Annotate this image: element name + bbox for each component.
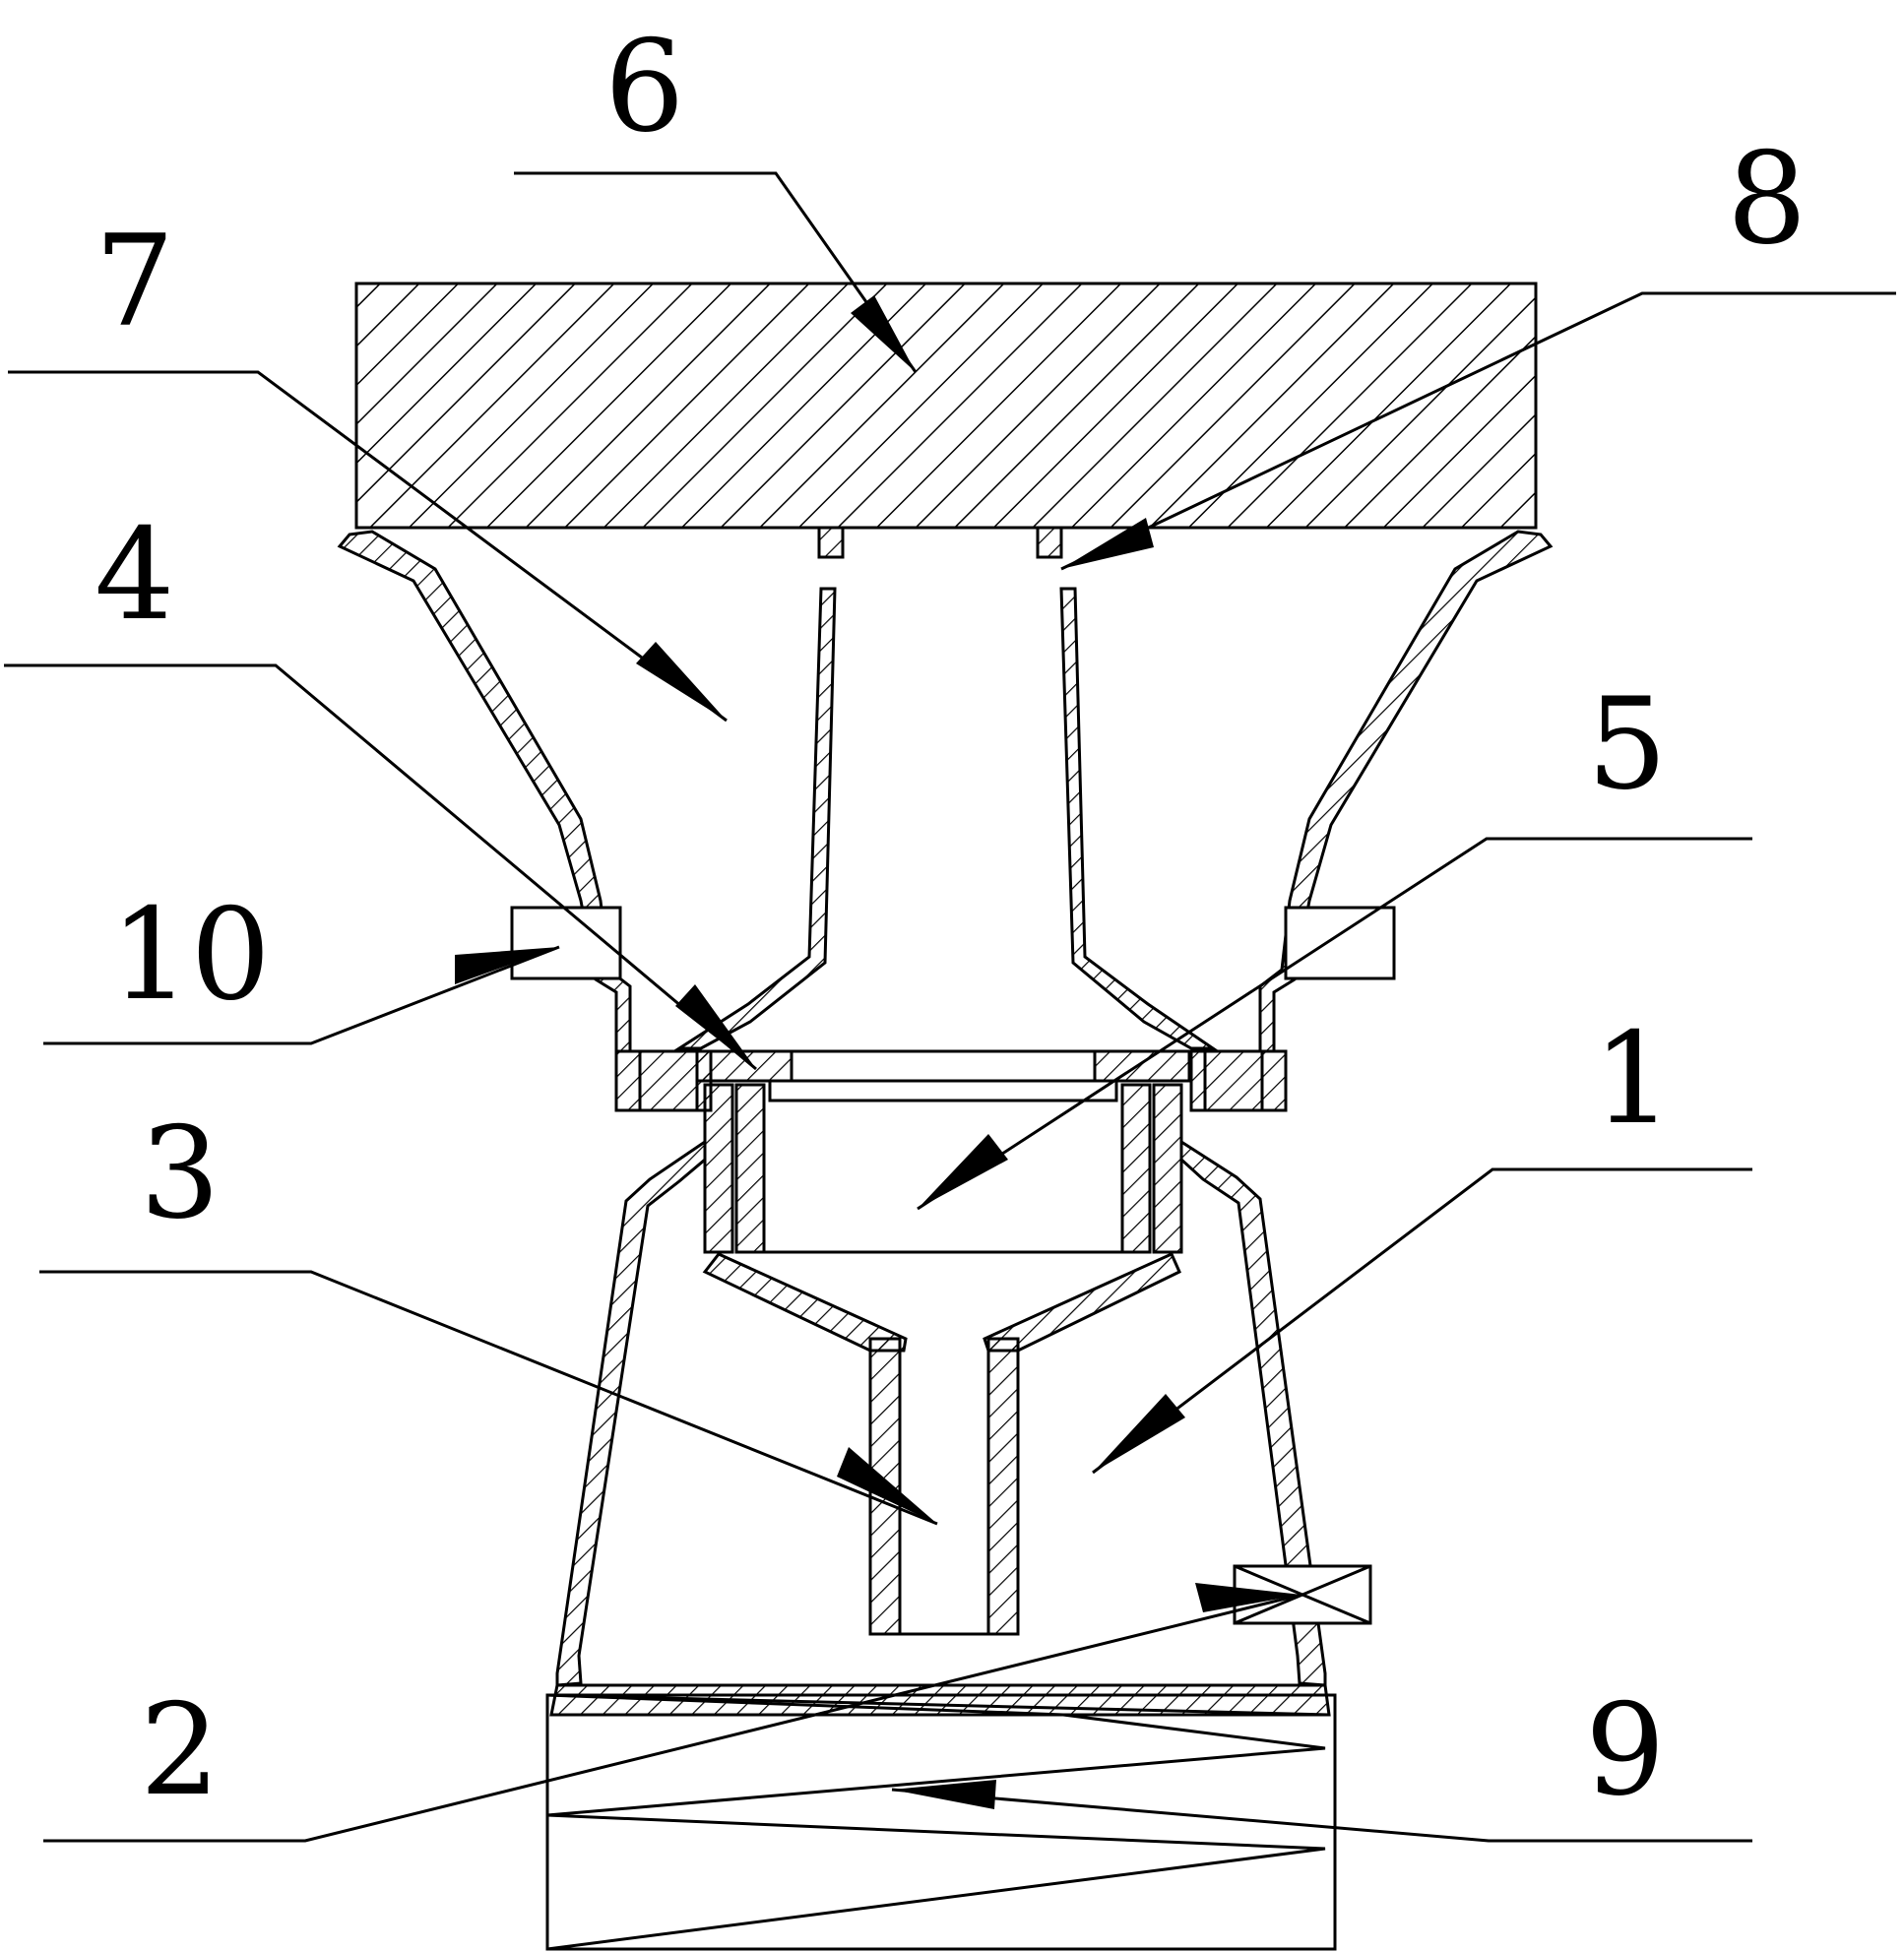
inner-discharge-tube xyxy=(673,587,1218,1050)
leader-3 xyxy=(39,1270,938,1526)
arrowheads xyxy=(455,295,1301,1809)
inner-deflector xyxy=(702,1252,1181,1636)
leader-5 xyxy=(917,837,1752,1211)
side-port-right xyxy=(1284,906,1396,980)
leader-4 xyxy=(4,663,757,1071)
label-6: 6 xyxy=(604,14,684,160)
leader-2 xyxy=(43,1593,1302,1843)
leader-lines xyxy=(4,171,1896,1843)
label-3: 3 xyxy=(140,1101,220,1247)
label-8: 8 xyxy=(1727,126,1807,273)
leader-1 xyxy=(1092,1167,1752,1475)
arrow-4 xyxy=(675,984,756,1069)
top-plate-part xyxy=(354,282,1538,530)
label-10: 10 xyxy=(110,882,271,1029)
part-labels: 6 8 7 4 5 10 1 3 2 9 xyxy=(95,14,1807,1824)
arrow-8 xyxy=(1061,518,1154,569)
label-9: 9 xyxy=(1585,1677,1665,1824)
drain-valve xyxy=(1233,1564,1372,1625)
arrow-7 xyxy=(636,642,727,721)
inner-sleeve xyxy=(703,1083,1183,1254)
lower-vessel-wall xyxy=(549,1139,1331,1717)
arrow-10 xyxy=(455,947,559,984)
arrow-6 xyxy=(851,295,916,372)
arrow-1 xyxy=(1093,1394,1185,1473)
label-4: 4 xyxy=(95,502,174,649)
label-2: 2 xyxy=(140,1677,220,1824)
arrow-3 xyxy=(837,1447,937,1524)
label-1: 1 xyxy=(1593,1006,1673,1153)
arrow-5 xyxy=(918,1134,1008,1209)
label-5: 5 xyxy=(1587,671,1667,818)
connecting-flange xyxy=(614,1049,1288,1112)
top-connector-part xyxy=(817,526,1063,559)
arrow-2 xyxy=(1195,1583,1301,1612)
leader-9 xyxy=(891,1788,1752,1843)
arrow-9 xyxy=(892,1780,996,1809)
leader-8 xyxy=(1060,291,1896,571)
leader-10 xyxy=(43,945,560,1045)
heater-base xyxy=(545,1693,1337,1951)
label-7: 7 xyxy=(95,209,174,355)
leader-7 xyxy=(8,370,728,723)
